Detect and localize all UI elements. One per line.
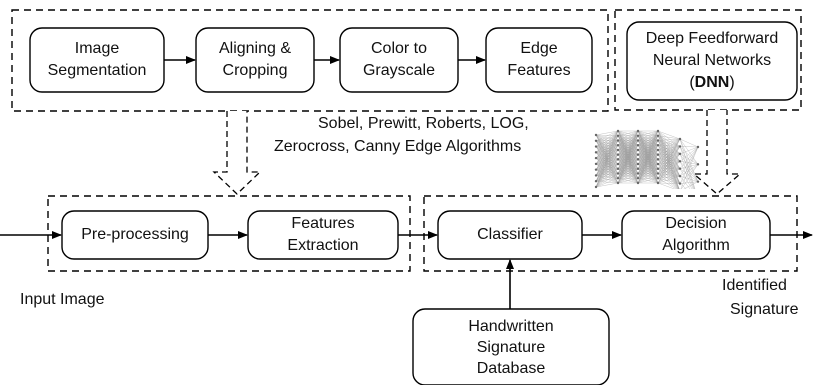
classifier-text: Classifier [477, 226, 543, 243]
dashed-down-arrow-right [692, 110, 742, 195]
edge-algorithms-line2: Zerocross, Canny Edge Algorithms [274, 138, 522, 155]
classify-group-frame [423, 195, 798, 272]
preprocessing-text: Pre-processing [81, 226, 189, 243]
features-extraction-label: Features Extraction [248, 211, 398, 259]
color-grayscale-line2: Grayscale [362, 62, 436, 79]
dnn-abbr-line: (DNN) [689, 74, 735, 91]
image-segmentation-line2: Segmentation [47, 62, 147, 79]
dnn-abbr: DNN [694, 74, 730, 91]
image-segmentation-label: Image Segmentation [30, 28, 164, 92]
edge-algorithms-line1: Sobel, Prewitt, Roberts, LOG, [318, 115, 529, 132]
identified-label: Identified [722, 277, 787, 294]
aligning-cropping-label: Aligning & Cropping [196, 28, 314, 92]
decision-algorithm-label: Decision Algorithm [622, 211, 770, 259]
color-grayscale-line1: Color to [370, 40, 428, 57]
database-line2: Signature [476, 338, 546, 356]
signature-output-label: Signature [730, 301, 799, 318]
decision-algorithm-line1: Decision [665, 215, 727, 232]
neural-network-thumbnail-icon [594, 129, 700, 189]
aligning-cropping-line2: Cropping [222, 62, 288, 79]
decision-algorithm-line2: Algorithm [662, 237, 730, 254]
color-grayscale-label: Color to Grayscale [340, 28, 458, 92]
edge-features-line2: Features [507, 62, 571, 79]
signature-database-box [412, 308, 610, 385]
preprocess-group-frame [47, 195, 411, 272]
edge-features-line1: Edge [520, 40, 558, 57]
edge-features-label: Edge Features [486, 28, 592, 92]
classifier-label: Classifier [438, 211, 582, 259]
edge-features-box [485, 27, 593, 93]
signature-database-label: Handwritten Signature Database [413, 309, 609, 385]
dnn-line1: Deep Feedforward [645, 30, 779, 47]
dnn-line2: Neural Networks [652, 52, 772, 69]
preprocessing-label: Pre-processing [62, 211, 208, 259]
dnn-label: Deep Feedforward Neural Networks (DNN) [627, 22, 797, 100]
aligning-cropping-line1: Aligning & [218, 40, 292, 57]
input-image-label: Input Image [20, 291, 105, 308]
database-line3: Database [476, 359, 546, 377]
database-line1: Handwritten [468, 317, 554, 335]
features-extraction-line1: Features [291, 215, 355, 232]
features-extraction-line2: Extraction [287, 237, 359, 254]
image-segmentation-line1: Image [74, 40, 120, 57]
dashed-down-arrow-left [212, 111, 262, 195]
dnn-box [626, 21, 798, 101]
